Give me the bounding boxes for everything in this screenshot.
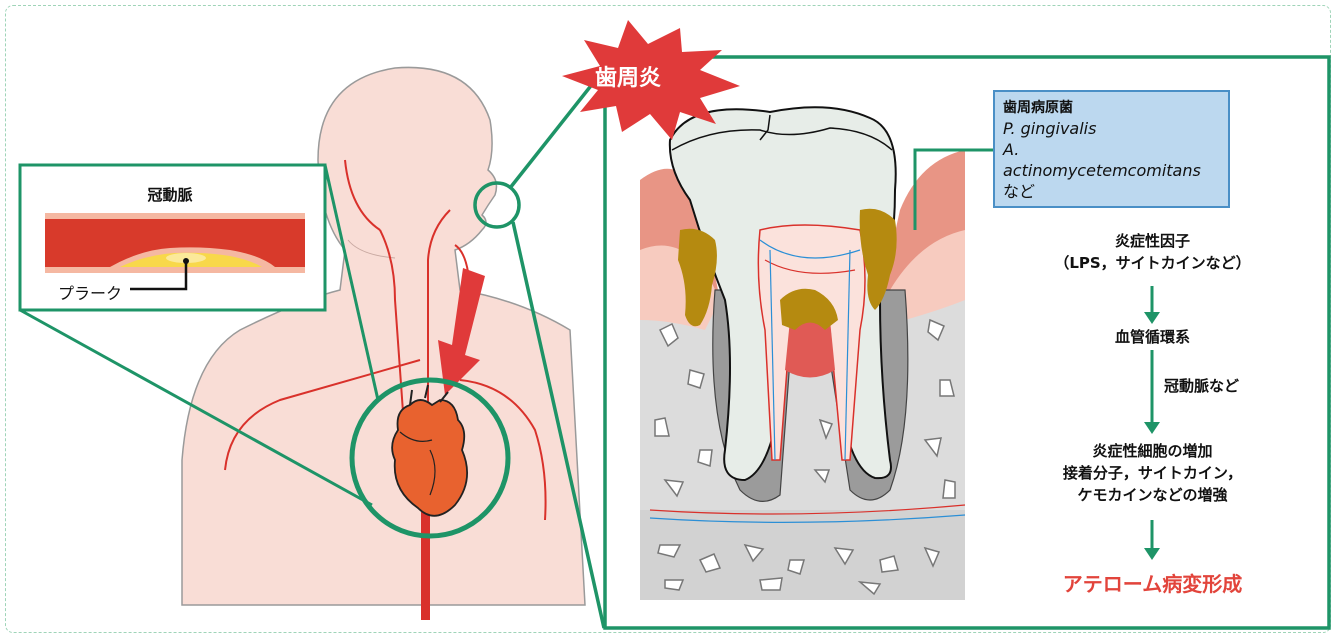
cells-title: 炎症性細胞の増加 <box>1030 440 1275 462</box>
flow-factor: 炎症性因子 （LPS，サイトカインなど） <box>1040 230 1265 274</box>
bacteria-title: 歯周病原菌 <box>1003 98 1220 118</box>
flow-result: アテローム病変形成 <box>1030 568 1275 597</box>
species-1: P. gingivalis <box>1003 118 1220 139</box>
cells-line3: ケモカインなどの増強 <box>1030 484 1275 506</box>
factor-title: 炎症性因子 <box>1040 230 1265 252</box>
human-body <box>182 67 585 605</box>
cells-line2: 接着分子，サイトカイン， <box>1030 462 1275 484</box>
species-2: A. actinomycetemcomitans <box>1003 139 1220 181</box>
periodontitis-label: 歯周炎 <box>568 60 688 92</box>
coronary-title: 冠動脈 <box>40 184 300 205</box>
flow-route: 冠動脈など <box>1164 375 1239 397</box>
flow-circulation: 血管循環系 <box>1040 326 1265 348</box>
bacteria-note: など <box>1003 181 1220 202</box>
bacteria-box: 歯周病原菌 P. gingivalis A. actinomycetemcomi… <box>993 90 1230 208</box>
factor-detail: （LPS，サイトカインなど） <box>1040 252 1265 274</box>
flow-cells: 炎症性細胞の増加 接着分子，サイトカイン， ケモカインなどの増強 <box>1030 440 1275 506</box>
plaque-label: プラーク <box>58 280 122 304</box>
